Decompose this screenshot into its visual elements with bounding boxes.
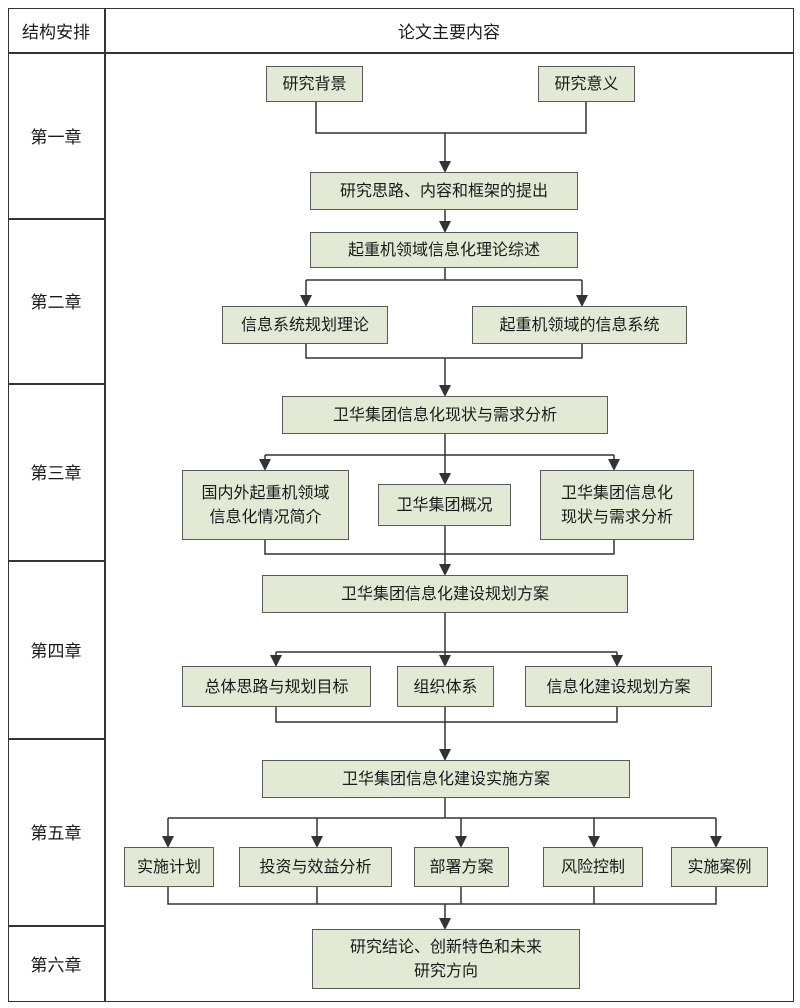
box-group-overview: 卫华集团概况 [378, 484, 511, 526]
chapter-label: 第三章 [30, 464, 82, 484]
header-structure: 结构安排 [22, 22, 90, 43]
row-divider [8, 383, 104, 385]
box-implementation-scheme: 卫华集团信息化建设实施方案 [262, 760, 630, 798]
row-divider [8, 738, 104, 740]
header-divider [8, 52, 794, 54]
box-status-analysis-2: 卫华集团信息化 现状与需求分析 [540, 470, 694, 540]
box-case: 实施案例 [671, 847, 768, 887]
row-divider [8, 218, 104, 220]
box-planning-scheme-sub: 信息化建设规划方案 [525, 666, 712, 707]
box-status-analysis: 卫华集团信息化现状与需求分析 [282, 396, 608, 434]
chapter-label: 第四章 [30, 641, 82, 662]
chapter-label: 第五章 [30, 824, 82, 844]
box-planning-scheme: 卫华集团信息化建设规划方案 [262, 575, 628, 613]
column-divider [104, 8, 106, 1002]
chapter-label: 第一章 [30, 127, 82, 148]
box-research-idea: 研究思路、内容和框架的提出 [310, 172, 578, 210]
row-divider [8, 925, 104, 927]
box-research-meaning: 研究意义 [538, 66, 635, 102]
box-theory-review: 起重机领域信息化理论综述 [310, 232, 578, 268]
box-crane-info-system: 起重机领域的信息系统 [472, 306, 687, 344]
row-divider [8, 560, 104, 562]
box-domestic-overview: 国内外起重机领域 信息化情况简介 [182, 470, 349, 540]
box-research-background: 研究背景 [266, 66, 363, 102]
box-investment: 投资与效益分析 [239, 847, 392, 887]
header-content: 论文主要内容 [398, 22, 500, 43]
chapter-label: 第六章 [30, 956, 82, 976]
table-frame [8, 8, 794, 1002]
box-schedule: 实施计划 [124, 847, 214, 887]
box-organization: 组织体系 [397, 666, 494, 707]
box-deployment: 部署方案 [414, 847, 509, 887]
chapter-label: 第二章 [30, 293, 82, 313]
box-conclusion: 研究结论、创新特色和未来 研究方向 [312, 929, 580, 989]
box-is-planning-theory: 信息系统规划理论 [222, 306, 388, 344]
box-overall-goal: 总体思路与规划目标 [182, 666, 371, 707]
box-risk-control: 风险控制 [543, 847, 643, 887]
